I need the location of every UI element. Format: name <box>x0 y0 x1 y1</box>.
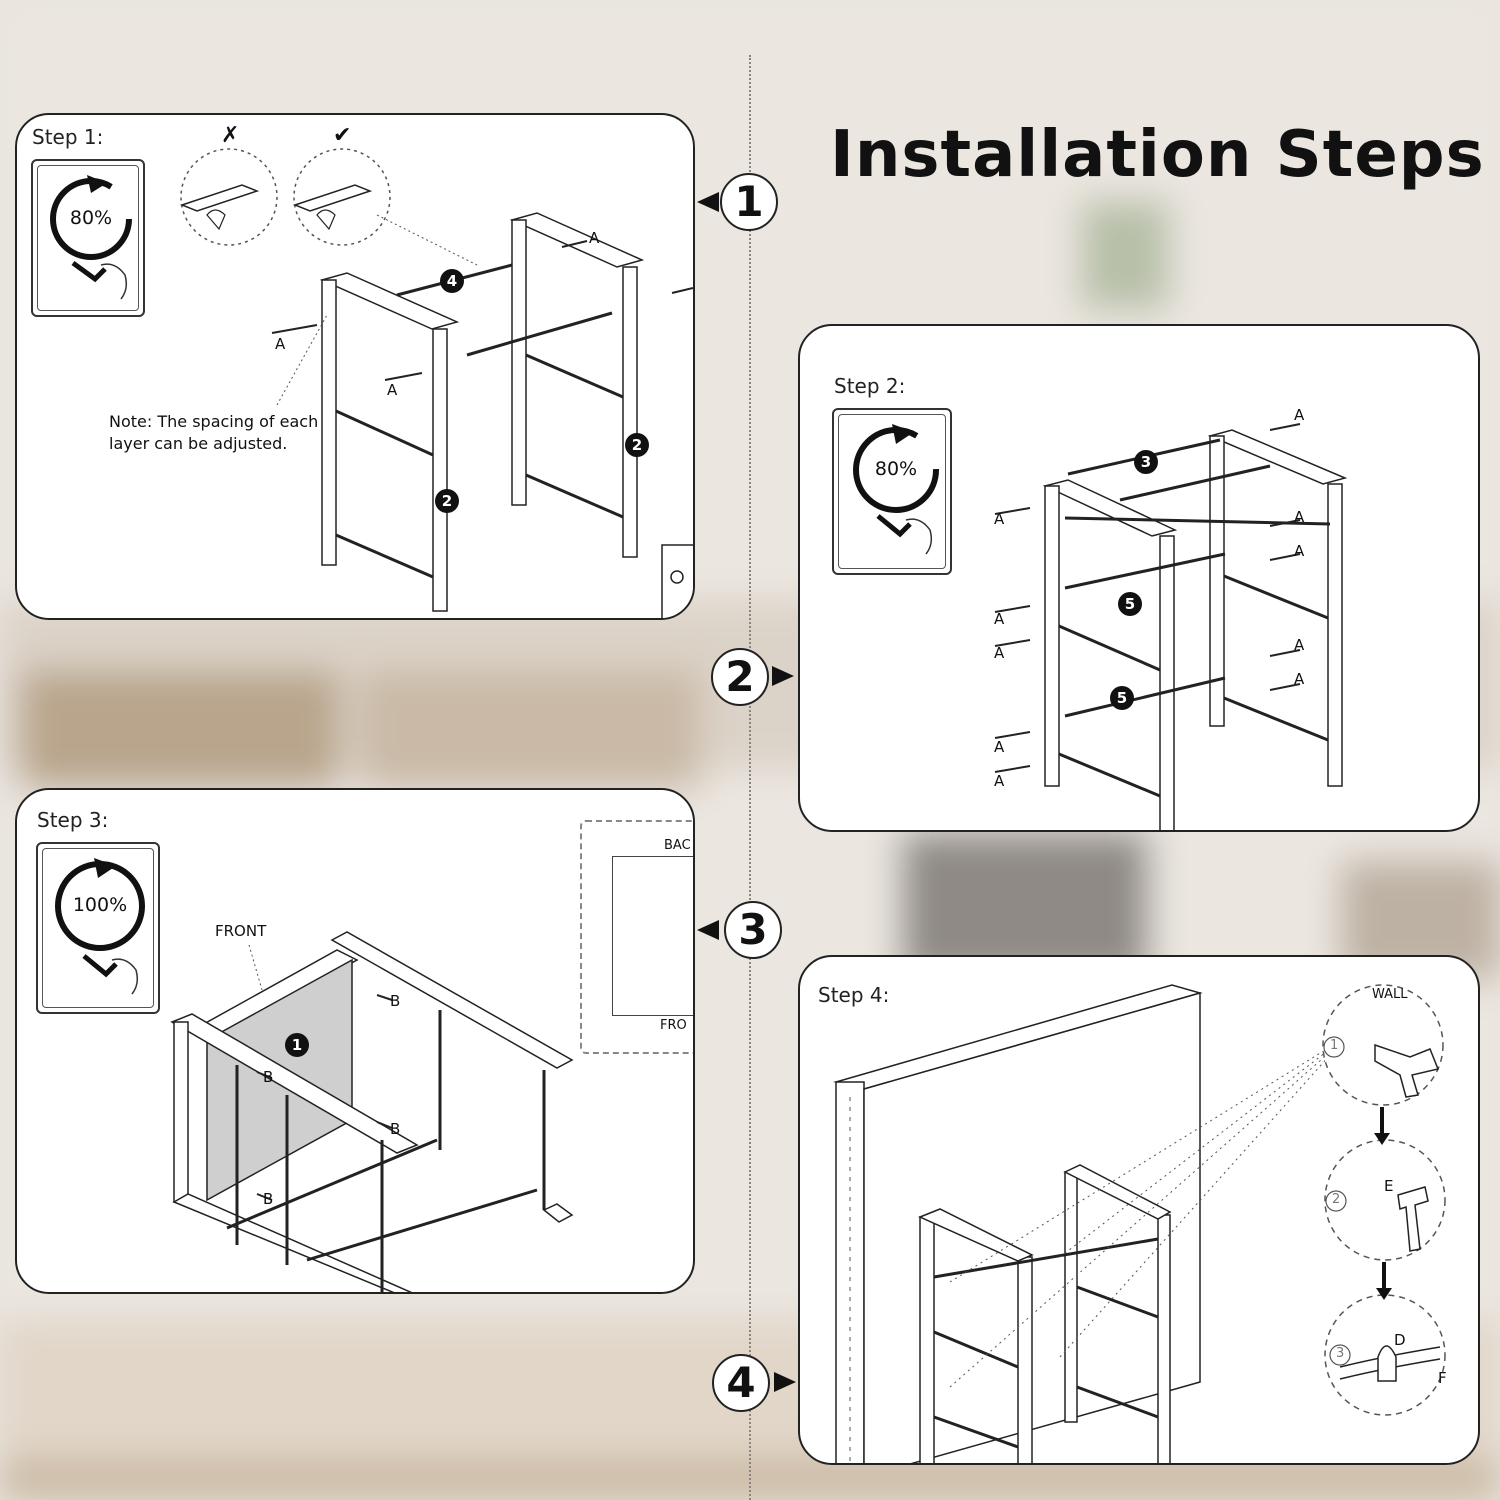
part-badge: 1 <box>285 1033 309 1057</box>
part-label-a: A <box>994 510 1005 528</box>
part-label-a: A <box>994 610 1005 628</box>
part-label-f: F <box>1438 1369 1447 1387</box>
step-3-tool-box: 100% <box>36 842 160 1014</box>
step-3-pointer <box>697 920 719 940</box>
part-badge: 2 <box>435 489 459 513</box>
center-divider <box>749 55 751 1500</box>
part-label-b: B <box>263 1190 274 1208</box>
part-badge: 3 <box>1134 450 1158 474</box>
part-badge: 2 <box>625 433 649 457</box>
part-label-a: A <box>589 229 600 247</box>
step-2-panel: Step 2: 80% <box>798 324 1480 832</box>
step-3-diagram <box>170 931 574 1292</box>
step-4-diagram <box>833 984 1446 1463</box>
part-label-b: B <box>390 992 401 1010</box>
step-2-pointer <box>772 666 794 686</box>
orientation-detail: BAC FRO <box>580 820 693 1054</box>
step-1-note: Note: The spacing of each layer can be a… <box>109 412 319 453</box>
front-label: FRONT <box>215 922 267 940</box>
part-label-d: D <box>1394 1331 1406 1349</box>
step-3-tool-percent: 100% <box>72 894 128 916</box>
part-label-a: A <box>1294 542 1305 560</box>
part-badge: 4 <box>440 269 464 293</box>
part-label-a: A <box>275 335 286 353</box>
step-4-label: Step 4: <box>818 983 890 1007</box>
step-1-panel: Step 1: 80% ✗ ✔ <box>15 113 695 620</box>
part-label-a: A <box>1294 508 1305 526</box>
step-1-diagram <box>179 148 693 618</box>
step-3-number: 3 <box>724 901 782 959</box>
part-badge: 5 <box>1118 592 1142 616</box>
part-label-a: A <box>994 772 1005 790</box>
step-3-panel: Step 3: 100% FRONT B B B B 1 <box>15 788 695 1294</box>
part-label-a: A <box>994 738 1005 756</box>
step-1-pointer <box>697 192 719 212</box>
part-label-a: A <box>1294 406 1305 424</box>
part-label-b: B <box>263 1068 274 1086</box>
step-2-number: 2 <box>711 648 769 706</box>
part-label-a: A <box>387 381 398 399</box>
step-1-tool-percent: 80% <box>69 207 113 229</box>
part-label-b: B <box>390 1120 401 1138</box>
detail-front-label: FRO <box>660 1018 687 1033</box>
step-4-pointer <box>774 1372 796 1392</box>
page-title: Installation Steps <box>830 118 1485 192</box>
detail-back-label: BAC <box>664 838 691 853</box>
sub-step-number: 3 <box>1336 1346 1345 1361</box>
step-3-label: Step 3: <box>37 808 109 832</box>
part-badge: 5 <box>1110 686 1134 710</box>
step-2-label: Step 2: <box>834 374 906 398</box>
part-label-a: A <box>1294 670 1305 688</box>
step-2-tool-box: 80% <box>832 408 952 575</box>
part-label-a: A <box>994 644 1005 662</box>
sub-step-number: 1 <box>1330 1038 1339 1053</box>
step-1-tool-box: 80% <box>31 159 145 317</box>
sub-step-number: 2 <box>1332 1192 1341 1207</box>
part-label-e: E <box>1384 1177 1394 1195</box>
step-1-number: 1 <box>720 173 778 231</box>
part-label-a: A <box>1294 636 1305 654</box>
hex-key-icon <box>50 175 132 300</box>
step-2-diagram <box>994 423 1348 830</box>
wall-label: WALL <box>1372 987 1408 1002</box>
step-4-panel: Step 4: <box>798 955 1480 1465</box>
step-1-label: Step 1: <box>32 125 104 149</box>
hex-key-icon <box>55 858 145 995</box>
x-icon: ✗ <box>221 123 240 148</box>
hex-key-icon <box>853 424 939 555</box>
step-2-tool-percent: 80% <box>874 458 918 480</box>
check-icon: ✔ <box>333 123 352 148</box>
step-4-number: 4 <box>712 1354 770 1412</box>
